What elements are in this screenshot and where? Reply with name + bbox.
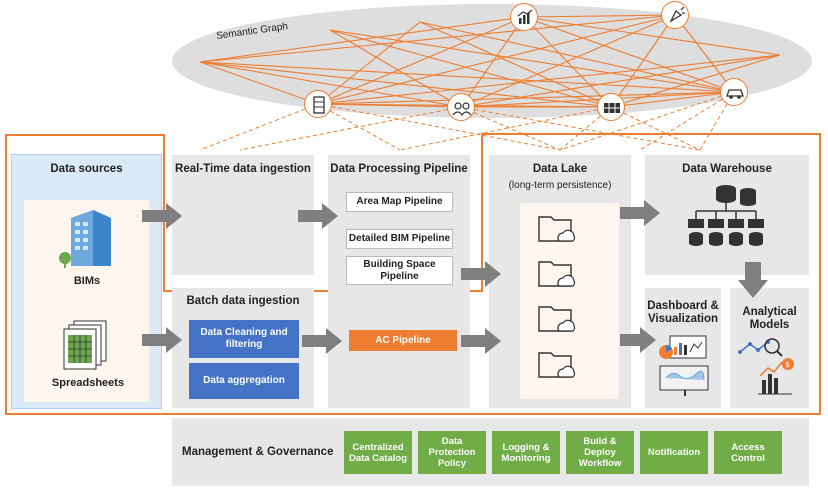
batch-ingestion-title: Batch data ingestion — [186, 295, 300, 307]
governance-item-logging: Logging & Monitoring — [492, 431, 560, 474]
sensor-node-icon — [661, 1, 689, 29]
governance-title: Management & Governance — [182, 446, 334, 458]
server-node-icon — [304, 90, 332, 118]
analytics-chart-node-icon — [510, 3, 538, 31]
analytics-icon: $ — [738, 338, 794, 395]
data-warehouse-title: Data Warehouse — [682, 163, 772, 175]
bims-label: BIMs — [73, 275, 101, 287]
realtime-ingestion-title: Real-Time data ingestion — [175, 163, 311, 175]
governance-item-data-catalog: Centralized Data Catalog — [344, 431, 412, 474]
processing-title: Data Processing Pipeline — [330, 163, 468, 175]
governance-item-data-protection: Data Protection Policy — [418, 431, 486, 474]
ac-pipeline-box: AC Pipeline — [349, 330, 457, 351]
svg-text:$: $ — [785, 360, 790, 369]
cloud-folder-icon — [538, 306, 576, 332]
spreadsheets-label: Spreadsheets — [51, 377, 125, 389]
cloud-folder-icon — [538, 352, 576, 378]
governance-item-access-control: Access Control — [714, 431, 782, 474]
data-aggregation-box: Data aggregation — [189, 363, 299, 399]
database-hierarchy-icon — [688, 185, 764, 246]
car-node-icon — [720, 78, 748, 106]
spreadsheet-icon — [63, 320, 107, 370]
detailed-bim-pipeline-box: Detailed BIM Pipeline — [346, 229, 453, 249]
cloud-folder-icon — [538, 261, 576, 287]
building-space-pipeline-box: Building Space Pipeline — [346, 256, 453, 285]
data-cleaning-box: Data Cleaning and filtering — [189, 320, 299, 358]
governance-item-build-deploy: Build & Deploy Workflow — [566, 431, 634, 474]
dashboard-icon — [659, 335, 709, 396]
dashboard-title: Dashboard & Visualization — [647, 300, 719, 325]
data-lake-subtitle: (long-term persistence) — [508, 180, 612, 191]
bim-building-icon — [59, 210, 111, 268]
area-map-pipeline-box: Area Map Pipeline — [346, 192, 453, 212]
data-lake-title: Data Lake — [532, 163, 588, 175]
analytical-models-title: Analytical Models — [742, 306, 797, 331]
governance-item-notification: Notification — [640, 431, 708, 474]
cloud-folder-icon — [538, 216, 576, 242]
data-warehouse-panel — [645, 155, 809, 275]
people-node-icon — [447, 93, 475, 121]
data-sources-title: Data sources — [50, 163, 123, 175]
realtime-ingestion-panel — [172, 155, 314, 275]
solar-panel-node-icon — [597, 93, 625, 121]
